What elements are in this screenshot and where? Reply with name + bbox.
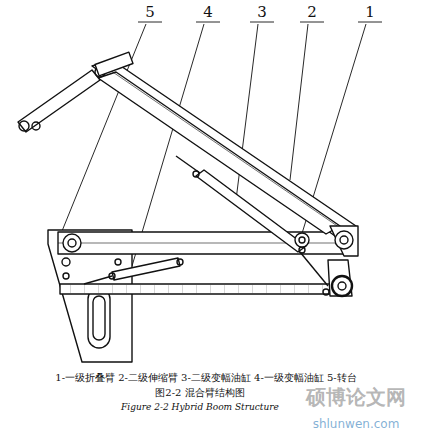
figure-caption: 图2-2 混合臂结构图 bbox=[155, 387, 244, 399]
callout-number: 2 bbox=[307, 4, 317, 21]
watermark-url: shlunwen.com bbox=[313, 418, 400, 432]
callout-number: 3 bbox=[257, 4, 267, 21]
english-caption: Figure 2-2 Hybrid Boom Structure bbox=[121, 402, 279, 412]
watermark: 硕博论文网 bbox=[306, 386, 406, 409]
parts-list: 1-一级折叠臂 2-二级伸缩臂 3-二级变幅油缸 4-一级变幅油缸 5-转台 bbox=[55, 372, 356, 384]
callout-number: 4 bbox=[203, 4, 213, 21]
callout-number: 5 bbox=[145, 4, 155, 21]
callout-number: 1 bbox=[365, 4, 375, 21]
